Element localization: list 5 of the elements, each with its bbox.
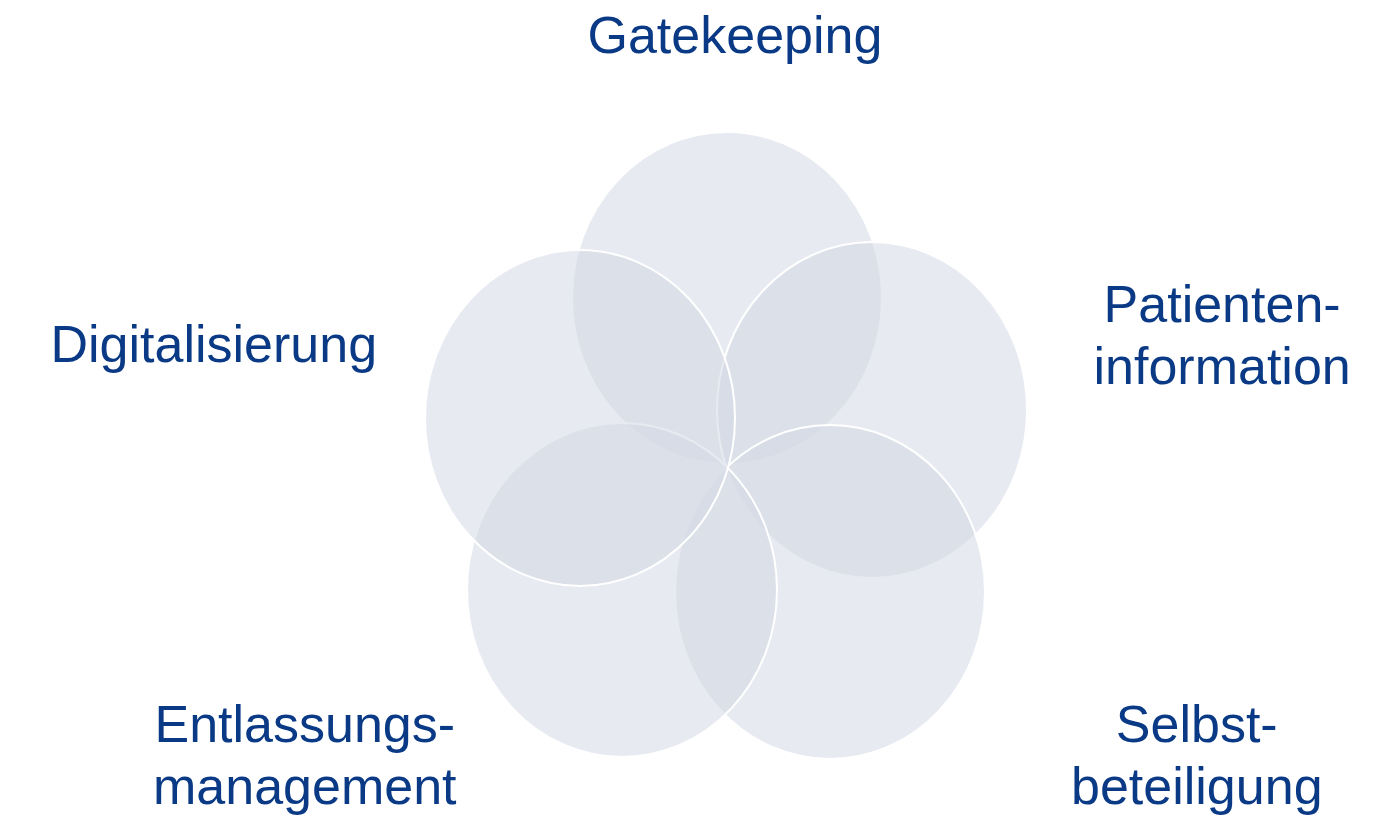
circle-label: Gatekeeping — [587, 5, 883, 66]
circle-label: Selbst- beteiligung — [1071, 694, 1323, 817]
circle-label: Digitalisierung — [50, 314, 378, 375]
circle-label: Patienten- information — [1093, 274, 1351, 397]
circle-label: Entlassungs- management — [153, 694, 457, 817]
